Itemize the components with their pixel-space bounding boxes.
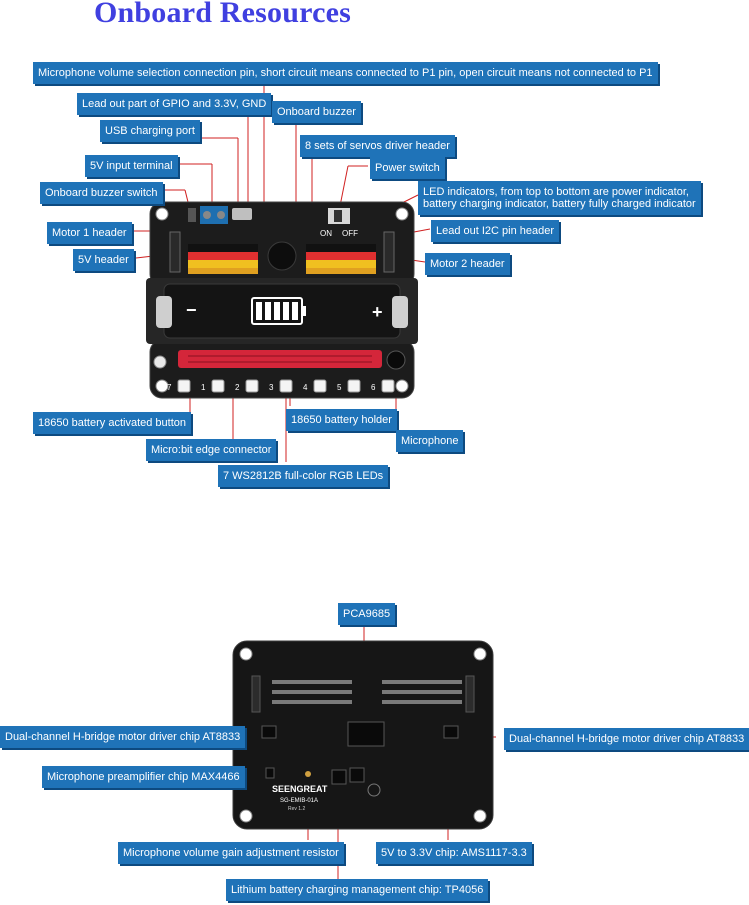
led-number-2: 2	[235, 383, 240, 392]
label-buzzer: Onboard buzzer	[272, 101, 361, 123]
label-microphone: Microphone	[396, 430, 464, 452]
back-board-image: SEENGREAT SG-EMIB-01A Rev 1.2	[232, 640, 494, 830]
label-rgb-leds: 7 WS2812B full-color RGB LEDs	[218, 465, 389, 487]
header-pins-right	[306, 231, 395, 274]
label-gpio: Lead out part of GPIO and 3.3V, GND	[77, 93, 272, 115]
label-usb: USB charging port	[100, 120, 200, 142]
led-number-7: 7	[167, 383, 172, 392]
label-power-switch: Power switch	[370, 157, 445, 179]
label-motor2: Motor 2 header	[425, 253, 510, 275]
label-led-indicators-line1: LED indicators, from top to bottom are p…	[423, 186, 689, 198]
front-board-image: − + ON OFF	[146, 201, 418, 399]
rev-text: Rev 1.2	[288, 806, 305, 812]
gain-resistor	[305, 771, 311, 777]
label-hbridge-left: Dual-channel H-bridge motor driver chip …	[0, 726, 246, 748]
led-number-3: 3	[269, 383, 274, 392]
brand-text: SEENGREAT	[272, 784, 328, 794]
label-5v-header: 5V header	[73, 249, 134, 271]
buzzer-icon	[267, 241, 297, 271]
battery-contact-right-icon	[392, 296, 408, 328]
label-motor1: Motor 1 header	[47, 222, 132, 244]
hbridge-chip-right	[443, 725, 459, 739]
pca9685-chip	[347, 721, 385, 747]
battery-activate-button-icon	[153, 355, 167, 369]
svg-text:+: +	[372, 302, 383, 322]
label-pca9685: PCA9685	[338, 603, 396, 625]
logo-icon	[367, 783, 381, 797]
label-gain-resistor: Microphone volume gain adjustment resist…	[118, 842, 344, 864]
label-battery-button: 18650 battery activated button	[33, 412, 191, 434]
label-charger: Lithium battery charging management chip…	[226, 879, 489, 901]
hbridge-chip-left	[261, 725, 277, 739]
label-mic-pin: Microphone volume selection connection p…	[33, 62, 658, 84]
microphone-icon	[386, 350, 406, 370]
label-edge-connector: Micro:bit edge connector	[146, 439, 277, 461]
model-text: SG-EMIB-01A	[280, 798, 318, 804]
label-i2c: Lead out I2C pin header	[431, 220, 560, 242]
edge-connector	[178, 350, 382, 368]
terminal-block	[200, 206, 228, 224]
label-buzzer-switch: Onboard buzzer switch	[40, 182, 163, 204]
led-number-4: 4	[303, 383, 308, 392]
led-number-6: 6	[371, 383, 376, 392]
page-title: Onboard Resources	[94, 0, 352, 29]
led-number-1: 1	[201, 383, 206, 392]
label-5v-input: 5V input terminal	[85, 155, 178, 177]
label-ldo: 5V to 3.3V chip: AMS1117-3.3	[376, 842, 532, 864]
label-led-indicators-line2: battery charging indicator, battery full…	[423, 198, 696, 210]
switch-off-label: OFF	[342, 229, 358, 238]
switch-on-label: ON	[320, 229, 332, 238]
label-battery-holder: 18650 battery holder	[286, 409, 397, 431]
label-led-indicators: LED indicators, from top to bottom are p…	[418, 181, 701, 215]
header-pins-left	[169, 231, 258, 274]
battery-contact-left-icon	[156, 296, 172, 328]
led-number-5: 5	[337, 383, 342, 392]
svg-text:−: −	[186, 300, 197, 320]
label-preamp: Microphone preamplifier chip MAX4466	[42, 766, 245, 788]
usb-port-icon	[232, 208, 252, 220]
ams1117-chip	[349, 767, 365, 783]
label-servos: 8 sets of servos driver header	[300, 135, 455, 157]
rgb-leds	[177, 379, 395, 393]
battery-icon	[251, 297, 306, 325]
label-hbridge-right: Dual-channel H-bridge motor driver chip …	[504, 728, 749, 750]
tp4056-chip	[331, 769, 347, 785]
preamp-chip	[265, 767, 275, 779]
